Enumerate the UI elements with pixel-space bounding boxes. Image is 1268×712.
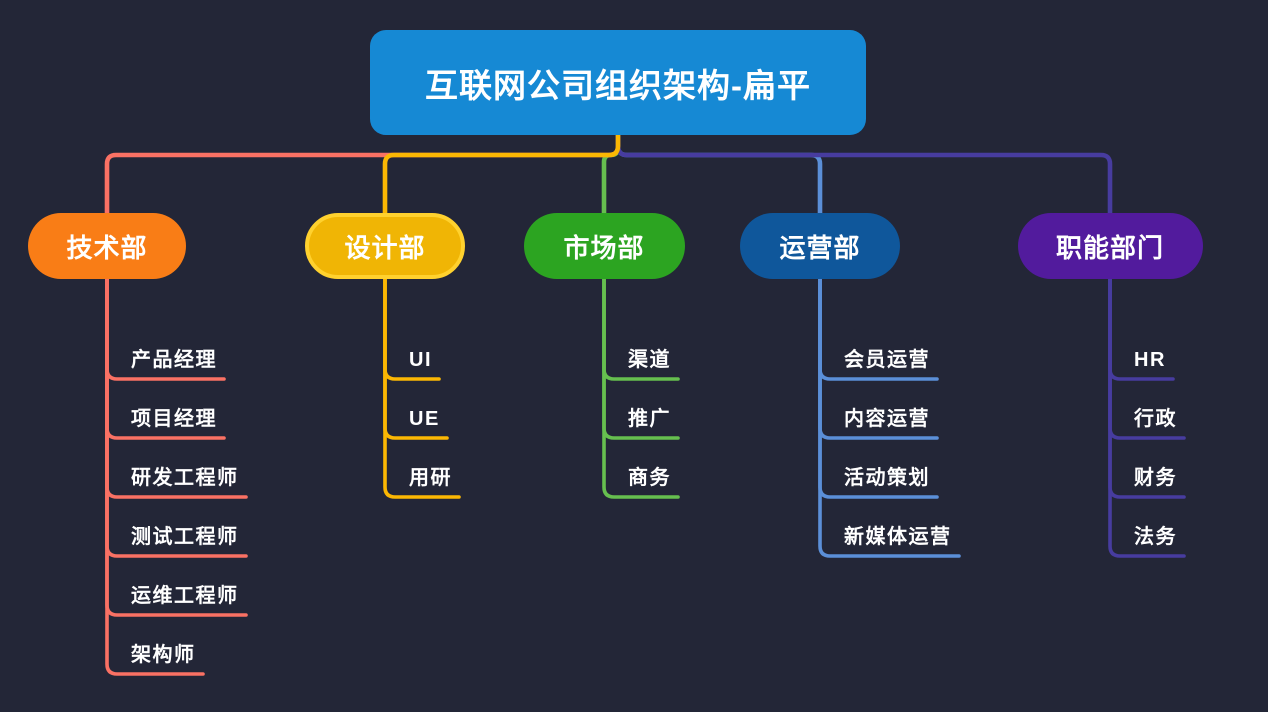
connector-line bbox=[1108, 273, 1186, 499]
child-topic-label[interactable]: 运维工程师 bbox=[131, 585, 239, 607]
connector-line bbox=[602, 273, 680, 499]
connector-line bbox=[104, 128, 621, 220]
connector-line bbox=[105, 273, 248, 499]
connector-line bbox=[615, 128, 823, 220]
child-topic-label[interactable]: 商务 bbox=[628, 467, 671, 489]
child-topic-label[interactable]: 研发工程师 bbox=[131, 467, 239, 489]
root-topic-label: 互联网公司组织架构-扁平 bbox=[425, 66, 811, 104]
child-topic-label[interactable]: 法务 bbox=[1134, 526, 1177, 548]
connector-line bbox=[383, 273, 461, 499]
root-topic-node[interactable]: 互联网公司组织架构-扁平 bbox=[370, 30, 866, 135]
child-topic-label[interactable]: UE bbox=[409, 408, 440, 430]
department-node[interactable]: 市场部 bbox=[523, 213, 685, 279]
child-topic-label[interactable]: 新媒体运营 bbox=[844, 526, 952, 548]
connector-line bbox=[105, 273, 248, 617]
connector-line bbox=[818, 273, 961, 558]
child-topic-label[interactable]: 渠道 bbox=[628, 349, 671, 371]
department-node[interactable]: 技术部 bbox=[28, 213, 186, 279]
child-topic-label[interactable]: 内容运营 bbox=[844, 408, 930, 430]
connector-line bbox=[105, 273, 205, 676]
child-topic-label[interactable]: 财务 bbox=[1134, 467, 1177, 489]
child-topic-label[interactable]: 会员运营 bbox=[844, 349, 930, 371]
child-topic-label[interactable]: 用研 bbox=[409, 467, 452, 489]
connector-line bbox=[615, 128, 1113, 220]
child-topic-label[interactable]: 测试工程师 bbox=[131, 526, 239, 548]
child-topic-label[interactable]: HR bbox=[1134, 349, 1166, 371]
child-topic-label[interactable]: 行政 bbox=[1134, 408, 1177, 430]
child-topic-label[interactable]: UI bbox=[409, 349, 432, 371]
child-topic-label[interactable]: 活动策划 bbox=[844, 467, 930, 489]
child-topic-label[interactable]: 产品经理 bbox=[131, 349, 217, 371]
connector-line bbox=[818, 273, 939, 499]
department-node[interactable]: 设计部 bbox=[305, 213, 465, 279]
child-topic-label[interactable]: 架构师 bbox=[131, 644, 196, 666]
child-topic-label[interactable]: 项目经理 bbox=[131, 408, 217, 430]
child-topic-label[interactable]: 推广 bbox=[628, 408, 671, 430]
connector-line bbox=[1108, 273, 1186, 558]
department-node[interactable]: 职能部门 bbox=[1017, 213, 1203, 279]
connector-line bbox=[382, 128, 621, 220]
department-node[interactable]: 运营部 bbox=[740, 213, 900, 279]
